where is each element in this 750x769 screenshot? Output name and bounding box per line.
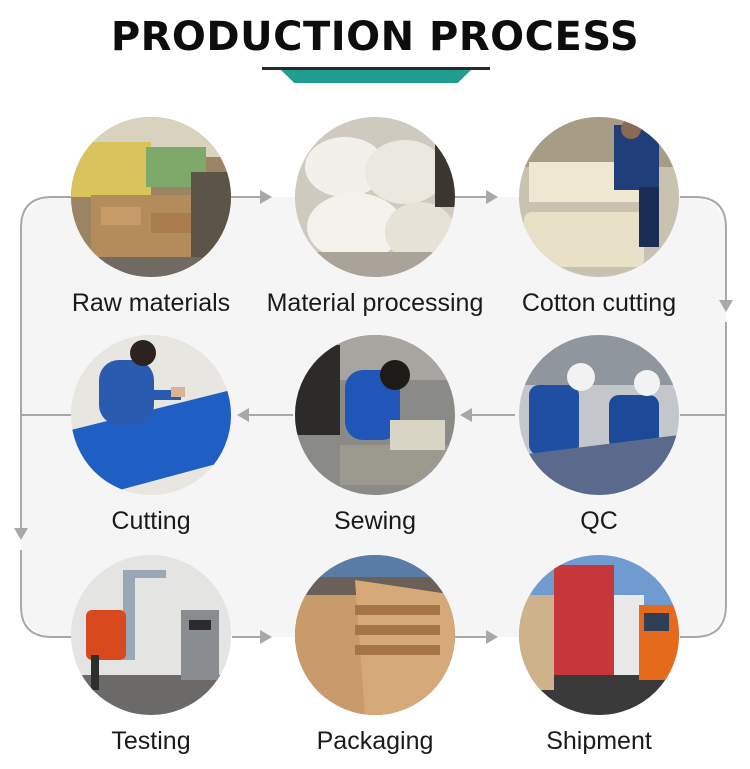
- title-accent-tab: [281, 70, 471, 83]
- step-label: Testing: [111, 727, 191, 755]
- step-label: Material processing: [266, 289, 484, 317]
- qc-photo-icon: [519, 335, 679, 495]
- step-label: QC: [580, 507, 618, 535]
- step-label: Packaging: [316, 727, 434, 755]
- shipment-photo-icon: [519, 555, 679, 715]
- raw-materials-photo-icon: [71, 117, 231, 277]
- sewing-photo-icon: [295, 335, 455, 495]
- page-title: PRODUCTION PROCESS: [110, 14, 640, 60]
- step-label: Cotton cutting: [521, 289, 677, 317]
- cotton-cutting-photo-icon: [519, 117, 679, 277]
- testing-photo-icon: [71, 555, 231, 715]
- material-processing-photo-icon: [295, 117, 455, 277]
- step-label: Cutting: [111, 507, 191, 535]
- cutting-photo-icon: [71, 335, 231, 495]
- step-label: Sewing: [334, 507, 416, 535]
- title-underline: [262, 67, 490, 70]
- step-label: Shipment: [546, 727, 652, 755]
- step-label: Raw materials: [71, 289, 231, 317]
- packaging-photo-icon: [295, 555, 455, 715]
